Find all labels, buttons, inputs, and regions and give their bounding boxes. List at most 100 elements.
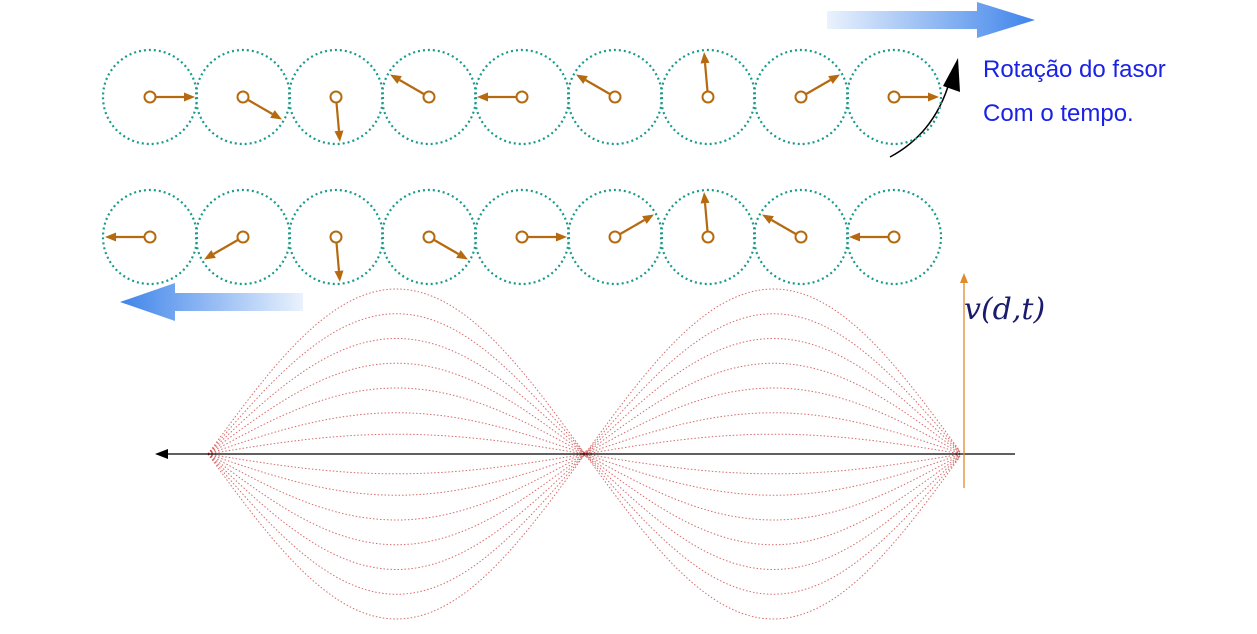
phasor-shaft (805, 79, 831, 95)
phasor-origin (608, 230, 622, 244)
flow-arrow-right (827, 2, 1035, 38)
phasor-arrowhead (849, 232, 860, 242)
phasor-origin (329, 230, 343, 244)
phasor-circle (845, 188, 943, 286)
phasor-row-top (101, 48, 943, 146)
caption-line-1: Rotação do fasor (983, 56, 1166, 83)
phasor-circle (659, 188, 757, 286)
phasor-circle (380, 48, 478, 146)
phasor-circle (287, 48, 385, 146)
phasor-shaft (247, 99, 273, 115)
phasor-origin (887, 230, 901, 244)
phasor (659, 48, 757, 146)
phasor-circle (101, 188, 199, 286)
phasor-arrowhead (390, 74, 402, 84)
phasor-origin (422, 90, 436, 104)
rotation-indicator-curve (889, 79, 951, 158)
phasor-arrowhead (700, 192, 710, 204)
wave-envelope (207, 313, 961, 455)
phasor-arrowhead (642, 214, 654, 224)
phasor-origin (236, 230, 250, 244)
phasor-origin (701, 90, 715, 104)
phasor (566, 48, 664, 146)
phasor-circle (566, 48, 664, 146)
phasor-origin (887, 90, 901, 104)
phasor-circle (194, 188, 292, 286)
phasor-origin (794, 90, 808, 104)
phasor-circle (194, 48, 292, 146)
wave-envelope (207, 453, 961, 546)
wave-envelope (207, 453, 961, 595)
phasor (845, 48, 943, 146)
phasor-circle (473, 188, 571, 286)
phasor-origin (608, 90, 622, 104)
phasor-circle (845, 48, 943, 146)
wave-envelope (207, 453, 961, 620)
phasor-origin (515, 90, 529, 104)
phasor (194, 188, 292, 286)
phasor-circle (101, 48, 199, 146)
phasor (659, 188, 757, 286)
phasor-shaft (335, 242, 341, 271)
wave-envelope (207, 288, 961, 455)
phasor-arrowhead (928, 92, 939, 102)
phasor-arrowhead (556, 232, 567, 242)
phasor-circle (380, 188, 478, 286)
phasor-circle (287, 188, 385, 286)
phasor-arrowhead (334, 270, 344, 282)
phasor (380, 188, 478, 286)
phasor-origin (422, 230, 436, 244)
phasor-arrowhead (762, 214, 774, 224)
phasor-origin (794, 230, 808, 244)
phasor-circle (752, 48, 850, 146)
wave-envelope (207, 338, 961, 455)
phasor (101, 188, 199, 286)
phasor-shaft (585, 79, 611, 95)
phasor-circle (473, 48, 571, 146)
wave-envelope (207, 453, 961, 496)
phasor-origin (236, 90, 250, 104)
wave-envelope (207, 453, 961, 475)
phasor-origin (143, 230, 157, 244)
phasor-arrowhead (576, 74, 588, 84)
phasor-origin (143, 90, 157, 104)
phasor-shaft (619, 219, 645, 235)
phasor-arrowhead (334, 130, 344, 142)
phasor (566, 188, 664, 286)
phasor-shaft (335, 102, 341, 131)
distance-axis-arrowhead (155, 449, 168, 459)
phasor-circle (566, 188, 664, 286)
phasor-arrowhead (700, 52, 710, 64)
wave-envelope (207, 433, 961, 455)
phasor-arrowhead (105, 232, 116, 242)
phasor-arrowhead (270, 110, 282, 120)
phasor-arrowhead (204, 250, 216, 260)
phasor (287, 188, 385, 286)
wave-envelope (207, 412, 961, 455)
phasor-row-bottom (101, 188, 943, 286)
phasor-origin (515, 230, 529, 244)
phasor (752, 188, 850, 286)
phasor-circle (752, 188, 850, 286)
caption-line-2: Com o tempo. (983, 100, 1134, 127)
phasor-arrowhead (828, 74, 840, 84)
phasor-arrowhead (456, 250, 468, 260)
phasor-circle (659, 48, 757, 146)
phasor-shaft (399, 79, 425, 95)
phasor-arrowhead (184, 92, 195, 102)
phasor-shaft (771, 219, 797, 235)
wave-envelope (207, 453, 961, 521)
phasor (473, 48, 571, 146)
voltage-axis-arrowhead (960, 273, 968, 283)
phasor-origin (701, 230, 715, 244)
phasor-arrowhead (477, 92, 488, 102)
phasor (845, 188, 943, 286)
phasor-shaft (703, 63, 709, 92)
phasor (287, 48, 385, 146)
rotation-indicator-arrowhead (943, 58, 960, 92)
wave-envelope (207, 362, 961, 455)
phasor (194, 48, 292, 146)
phasor-shaft (703, 203, 709, 232)
flow-arrow-left (120, 283, 303, 321)
